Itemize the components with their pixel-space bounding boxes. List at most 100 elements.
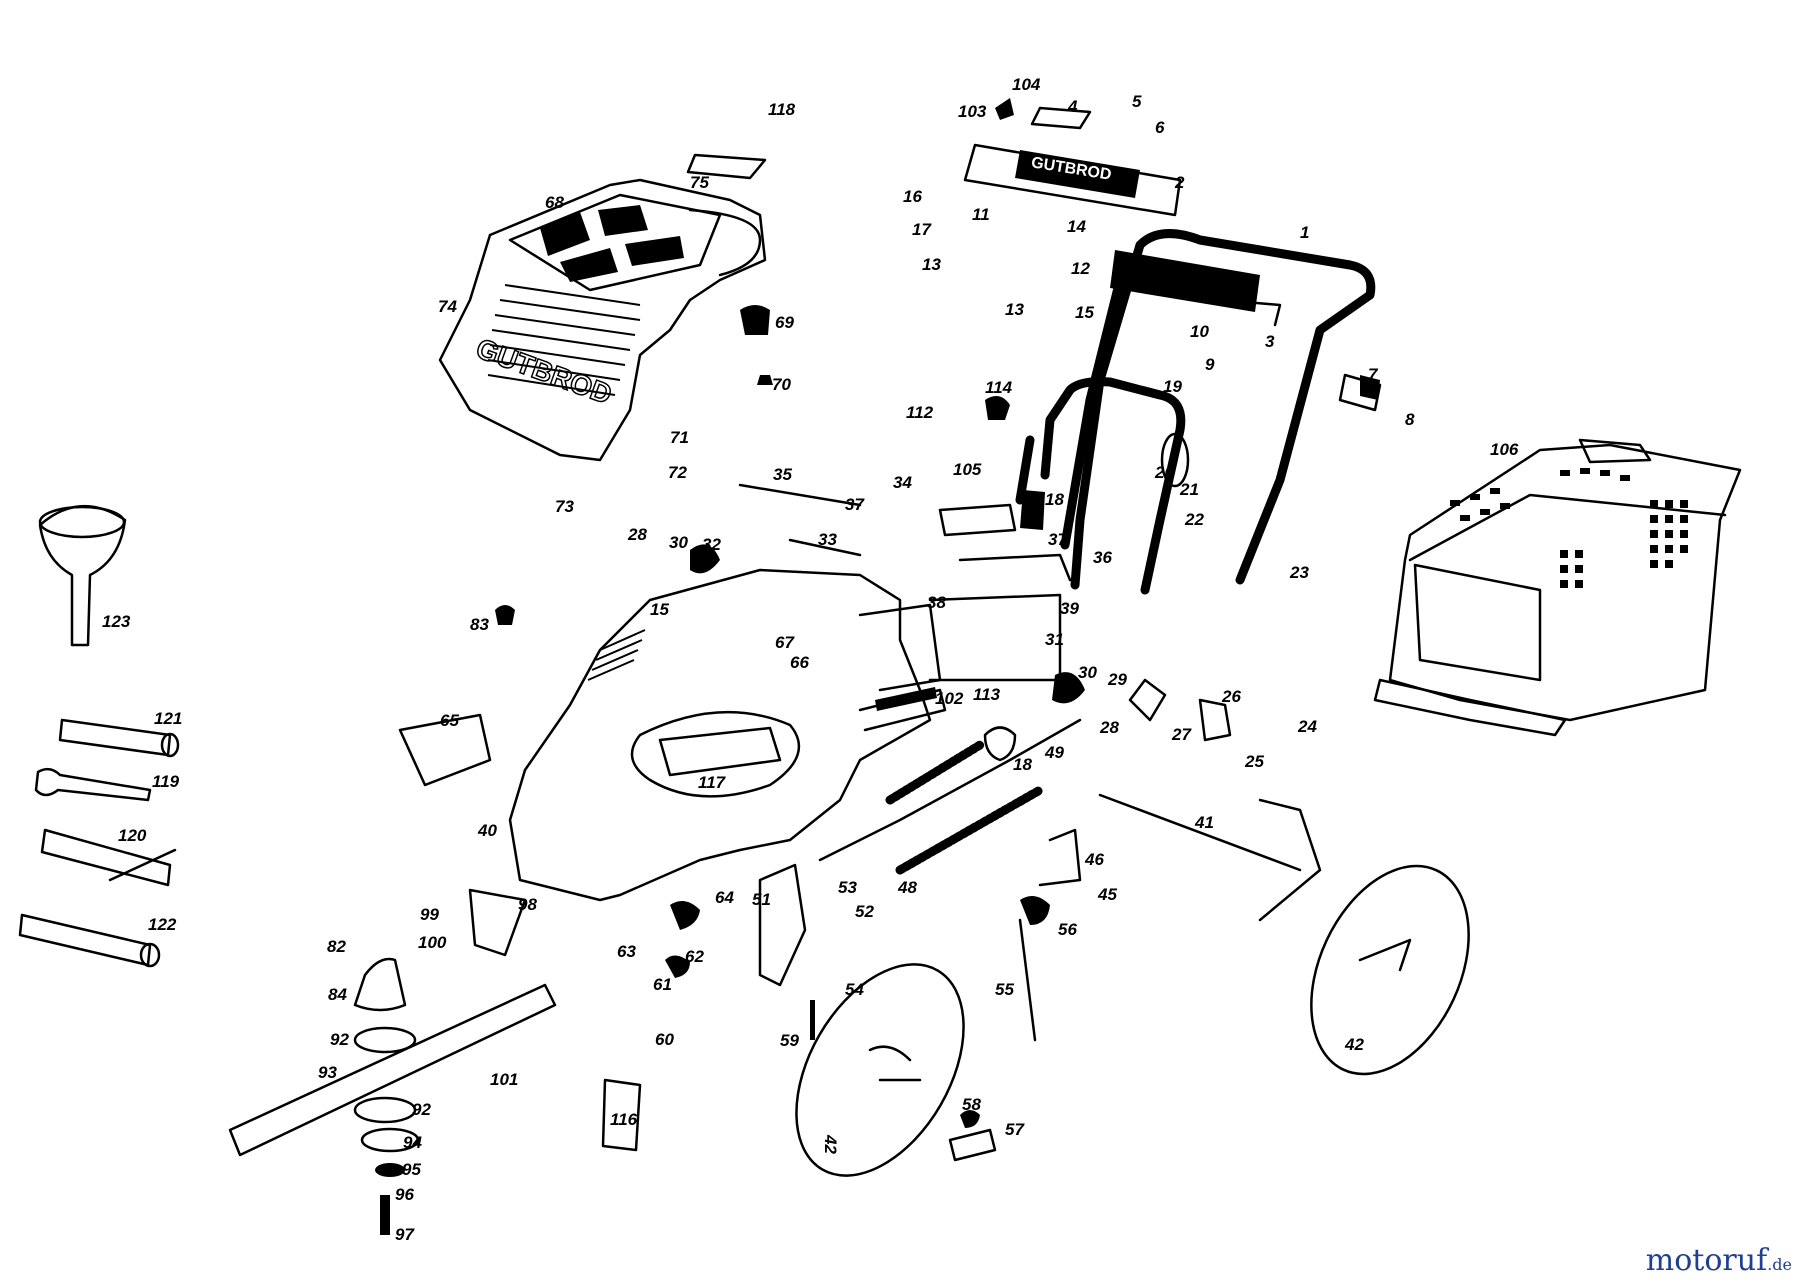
tools [18, 505, 180, 968]
part-label: 121 [154, 709, 182, 728]
part-label: 63 [617, 942, 636, 961]
part-label: 8 [1405, 410, 1415, 429]
part-label: 71 [670, 428, 689, 447]
part-label: 104 [1012, 75, 1041, 94]
part-label: 75 [690, 173, 709, 192]
part-label: 9 [1205, 355, 1215, 374]
part-label: 33 [818, 530, 837, 549]
part-label: 35 [773, 465, 792, 484]
part-label: 46 [1084, 850, 1104, 869]
part-label: 34 [893, 473, 912, 492]
grass-box-hood: GUTBROD [438, 178, 767, 462]
part-label: 38 [927, 593, 946, 612]
part-label: 42 [821, 1134, 840, 1154]
part-label: 101 [490, 1070, 518, 1089]
handle-assembly: GUTBROD [963, 98, 1376, 595]
decal-plate [686, 153, 767, 180]
part-label: 45 [1097, 885, 1117, 904]
part-label: 32 [702, 535, 721, 554]
part-label: 15 [650, 600, 669, 619]
part-label: 58 [962, 1095, 981, 1114]
part-label: 69 [775, 313, 794, 332]
part-label: 28 [1099, 718, 1119, 737]
part-label: 119 [152, 772, 180, 791]
part-label: 49 [1044, 743, 1064, 762]
part-label: 36 [1093, 548, 1112, 567]
part-label: 24 [1297, 717, 1317, 736]
part-label: 53 [838, 878, 857, 897]
watermark-main: motoruf [1645, 1243, 1768, 1278]
misc-parts [398, 305, 1382, 1162]
part-label: 15 [1075, 303, 1094, 322]
watermark-tld: .de [1767, 1255, 1792, 1274]
part-label: 95 [402, 1160, 421, 1179]
mower-deck [508, 503, 1072, 902]
part-label: 22 [1184, 510, 1204, 529]
part-label: 105 [953, 460, 982, 479]
part-label: 97 [395, 1225, 415, 1244]
part-label: 67 [775, 633, 795, 652]
part-label: 19 [1163, 377, 1182, 396]
part-label: 14 [1067, 217, 1086, 236]
part-label: 26 [1221, 687, 1241, 706]
part-label: 56 [1058, 920, 1077, 939]
part-label: 21 [1179, 480, 1199, 499]
part-label: 27 [1171, 725, 1192, 744]
part-label: 120 [118, 826, 147, 845]
part-label: 42 [1344, 1035, 1364, 1054]
part-label: 103 [958, 102, 987, 121]
part-label: 16 [903, 187, 922, 206]
part-label: 5 [1132, 92, 1142, 111]
part-label: 64 [715, 888, 734, 907]
part-label: 2 [1174, 173, 1185, 192]
part-label: 65 [440, 711, 459, 730]
part-label: 93 [318, 1063, 337, 1082]
part-label: 68 [545, 193, 564, 212]
part-label: 52 [855, 902, 874, 921]
part-label: 1 [1300, 223, 1309, 242]
part-label: 72 [668, 463, 687, 482]
watermark: motoruf.de [1646, 1243, 1792, 1278]
part-label: 82 [327, 937, 346, 956]
part-label: 30 [669, 533, 688, 552]
part-label: 10 [1190, 322, 1209, 341]
part-label: 11 [972, 205, 990, 224]
blade-stack [228, 888, 642, 1235]
part-label: 102 [935, 689, 964, 708]
part-label: 51 [752, 890, 771, 909]
part-label: 3 [1265, 332, 1275, 351]
part-label: 12 [1071, 259, 1090, 278]
part-label: 39 [1060, 599, 1079, 618]
part-label: 6 [1155, 118, 1165, 137]
part-label: 57 [1005, 1120, 1025, 1139]
part-label: 40 [477, 821, 497, 840]
part-label: 116 [610, 1110, 638, 1129]
part-label: 25 [1244, 752, 1264, 771]
part-label: 73 [555, 497, 574, 516]
part-label: 118 [768, 100, 796, 119]
part-label: 96 [395, 1185, 414, 1204]
part-label: 70 [772, 375, 791, 394]
part-label: 83 [470, 615, 489, 634]
part-label: 62 [685, 947, 704, 966]
part-label: 98 [518, 895, 537, 914]
part-label: 61 [653, 975, 672, 994]
part-label: 31 [1045, 630, 1064, 649]
part-label: 7 [1368, 365, 1379, 384]
part-label: 41 [1194, 813, 1214, 832]
part-label: 28 [627, 525, 647, 544]
axles-springs [818, 718, 1322, 922]
callout-labels: 118 104 103 4 5 6 75 68 2 16 17 11 14 13… [102, 75, 1519, 1244]
part-label: 23 [1289, 563, 1309, 582]
part-label: 37 [845, 495, 865, 514]
part-label: 4 [1067, 97, 1078, 116]
part-label: 94 [403, 1133, 422, 1152]
part-label: 30 [1078, 663, 1097, 682]
rear-grass-box [1373, 438, 1742, 737]
part-label: 29 [1107, 670, 1127, 689]
part-label: 60 [655, 1030, 674, 1049]
part-label: 48 [897, 878, 917, 897]
part-label: 106 [1490, 440, 1519, 459]
part-label: 112 [906, 403, 934, 422]
